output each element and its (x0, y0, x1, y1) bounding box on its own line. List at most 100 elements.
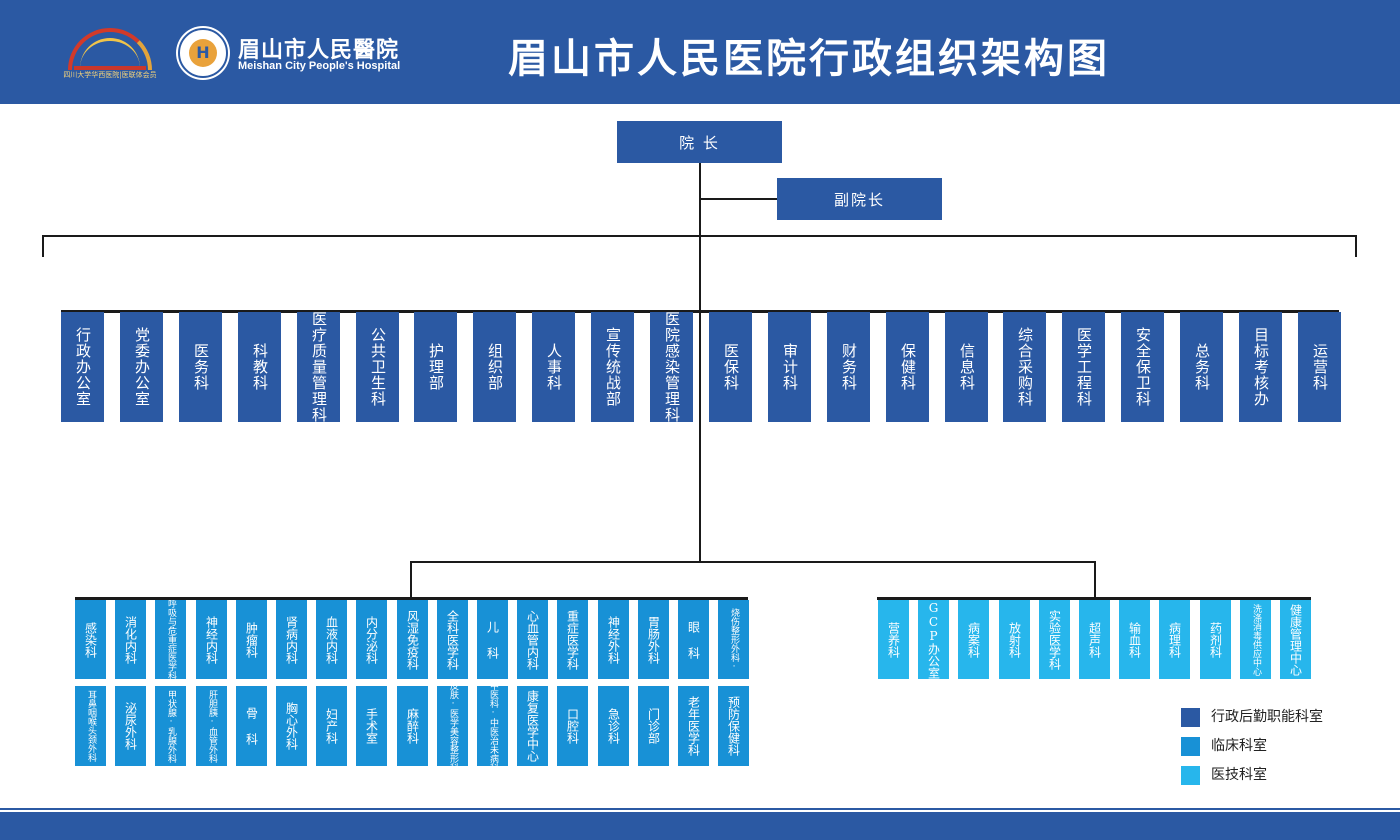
admin-dept-box: 行政办公室 (61, 312, 104, 422)
tech-dept-box-label: GCP办公室 (926, 600, 941, 679)
legend-label: 医技科室 (1211, 767, 1267, 783)
legend-swatch (1181, 708, 1200, 727)
clinical-dept-box: 呼吸与危重症医学科 (155, 600, 186, 679)
tech-dept-box-label: 健康管理中心 (1288, 603, 1303, 676)
clinical-dept-box: 口腔科 (557, 686, 588, 766)
clinical-dept-box: 手术室 (356, 686, 387, 766)
admin-dept-box-label: 公共卫生科 (369, 327, 387, 407)
tech-dept-box: GCP办公室 (918, 600, 949, 679)
clinical-dept-box: 泌尿外科 (115, 686, 146, 766)
admin-dept-box: 医学工程科 (1062, 312, 1105, 422)
admin-dept-box: 护理部 (414, 312, 457, 422)
clinical-dept-box-label: 感染科 (83, 621, 98, 658)
tech-dept-box: 病理科 (1159, 600, 1190, 679)
clinical-dept-box: 眼 科 (678, 600, 709, 679)
clinical-branch-line (410, 561, 412, 598)
clinical-dept-box: 感染科 (75, 600, 106, 679)
admin-dept-box-label: 宣传统战部 (604, 327, 622, 407)
clinical-dept-box-label: 肿瘤科 (244, 621, 259, 658)
tech-dept-box: 输血科 (1119, 600, 1150, 679)
tech-dept-box: 药剂科 (1200, 600, 1231, 679)
admin-dept-box-label: 组织部 (486, 343, 504, 391)
tech-dept-box-label: 实验医学科 (1047, 609, 1062, 670)
clinical-dept-box: 血液内科 (316, 600, 347, 679)
clinical-dept-box-label: 肝胆胰·血管外科 (207, 689, 217, 763)
clinical-dept-box-label: 心血管内科 (525, 609, 540, 670)
clinical-dept-box: 门诊部 (638, 686, 669, 766)
clinical-dept-box-label: 麻醉科 (405, 708, 420, 744)
clinical-dept-box-label: 神经内科 (204, 615, 219, 664)
clinical-dept-box-label: 风湿免疫科 (405, 609, 420, 670)
clinical-dept-box-label: 妇产科 (324, 708, 339, 744)
logo-arch-inner-icon (80, 38, 140, 70)
admin-dept-box-label: 财务科 (840, 343, 858, 391)
clinical-dept-box-label: 烧伤整形外科· (729, 607, 739, 672)
lower-trunk-line (699, 422, 701, 562)
admin-dept-box: 财务科 (827, 312, 870, 422)
clinical-dept-box: 中医科·中医治未病科 (477, 686, 508, 766)
clinical-dept-box: 胃肠外科 (638, 600, 669, 679)
page-title: 眉山市人民医院行政组织架构图 (508, 35, 1110, 82)
footer-banner (0, 812, 1400, 840)
legend-label: 临床科室 (1211, 738, 1267, 754)
clinical-dept-box-label: 预防保健科 (726, 696, 741, 756)
clinical-dept-box-label: 胸心外科 (284, 702, 299, 750)
clinical-dept-box-label: 门诊部 (646, 708, 661, 744)
clinical-dept-box: 内分泌科 (356, 600, 387, 679)
hospital-emblem-glyph: H (189, 39, 217, 67)
bracket-right-tick (1355, 235, 1357, 257)
clinical-dept-box-label: 重症医学科 (565, 609, 580, 670)
hospital-name-en: Meishan City People's Hospital (238, 60, 401, 72)
clinical-dept-box-label: 儿 科 (485, 620, 500, 659)
admin-dept-box-label: 总务科 (1193, 343, 1211, 391)
tech-dept-box-label: 放射科 (1007, 621, 1022, 658)
president-box: 院 长 (617, 121, 782, 163)
legend-swatch (1181, 737, 1200, 756)
clinical-dept-box-label: 皮肤·医学美容整形科 (448, 686, 458, 766)
clinical-dept-box-label: 甲状腺·乳腺外科 (166, 689, 176, 763)
hospital-name-cn: 眉山市人民醫院 (238, 37, 400, 63)
clinical-dept-box-label: 胃肠外科 (646, 615, 661, 664)
clinical-dept-box: 急诊科 (598, 686, 629, 766)
admin-dept-box-label: 党委办公室 (133, 327, 151, 407)
clinical-top-bar (75, 597, 748, 600)
tech-dept-box: 洗涤消毒供应中心 (1240, 600, 1271, 679)
admin-dept-box: 宣传统战部 (591, 312, 634, 422)
tech-dept-box: 实验医学科 (1039, 600, 1070, 679)
admin-dept-box-label: 医院感染管理科 (663, 311, 681, 423)
admin-dept-box-label: 审计科 (781, 343, 799, 391)
admin-dept-box-label: 安全保卫科 (1134, 327, 1152, 407)
header-banner: 四川大学华西医院|医联体会员 H 眉山市人民醫院 Meishan City Pe… (0, 0, 1400, 104)
clinical-dept-box: 骨 科 (236, 686, 267, 766)
admin-dept-box-label: 护理部 (427, 343, 445, 391)
admin-dept-box: 组织部 (473, 312, 516, 422)
admin-dept-box: 公共卫生科 (356, 312, 399, 422)
clinical-dept-box: 肾病内科 (276, 600, 307, 679)
admin-dept-box-label: 保健科 (899, 343, 917, 391)
clinical-dept-box: 预防保健科 (718, 686, 749, 766)
clinical-dept-box-label: 手术室 (364, 708, 379, 744)
admin-dept-box-label: 医学工程科 (1075, 327, 1093, 407)
clinical-dept-box: 风湿免疫科 (397, 600, 428, 679)
tech-dept-box: 营养科 (878, 600, 909, 679)
clinical-dept-box: 烧伤整形外科· (718, 600, 749, 679)
admin-dept-box: 医疗质量管理科 (297, 311, 340, 423)
admin-dept-box: 党委办公室 (120, 312, 163, 422)
admin-dept-box-label: 行政办公室 (74, 327, 92, 407)
tech-top-bar (877, 597, 1311, 600)
admin-dept-box: 医保科 (709, 312, 752, 422)
tech-dept-box: 超声科 (1079, 600, 1110, 679)
clinical-dept-box-label: 呼吸与危重症医学科 (166, 600, 176, 679)
clinical-dept-box-label: 耳鼻咽喉头颈外科 (86, 690, 96, 762)
clinical-dept-box: 甲状腺·乳腺外科 (155, 686, 186, 766)
clinical-dept-box: 肿瘤科 (236, 600, 267, 679)
clinical-dept-box-label: 血液内科 (324, 615, 339, 664)
admin-dept-box-label: 医务科 (192, 343, 210, 391)
clinical-dept-box-label: 老年医学科 (686, 696, 701, 756)
clinical-dept-box: 麻醉科 (397, 686, 428, 766)
clinical-dept-box: 消化内科 (115, 600, 146, 679)
tech-branch-line (1094, 561, 1096, 598)
logo1-caption: 四川大学华西医院|医联体会员 (63, 71, 157, 79)
tech-dept-box-label: 药剂科 (1208, 621, 1223, 658)
admin-dept-box-label: 医保科 (722, 343, 740, 391)
